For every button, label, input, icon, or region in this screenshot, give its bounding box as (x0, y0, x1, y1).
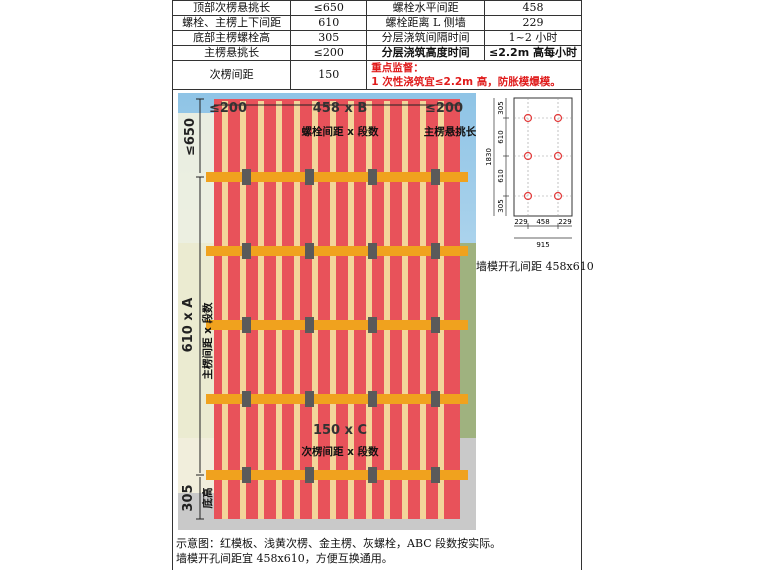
dim-total-height: 1830 (485, 148, 493, 166)
table-row: 顶部次楞悬挑长 ≤650 螺栓水平间距 458 (171, 0, 582, 16)
top-right-overhang-label: ≤200 (425, 101, 463, 116)
main-spacing-label: 主楞间距 x 段数 (201, 302, 214, 380)
table-cell: ≤2.2m 高每小时 (484, 45, 582, 61)
dimension-lines (196, 98, 460, 520)
diagram-dim-lines (493, 98, 572, 239)
dim-left-2: 610 (497, 130, 505, 143)
table-cell: 610 (290, 15, 368, 31)
table-cell: 次楞间距 (171, 60, 292, 90)
table-cell: 305 (290, 30, 368, 46)
dim-bottom-2: 458 (536, 218, 549, 226)
dim-left-3: 610 (497, 169, 505, 182)
panel-outline (513, 97, 573, 217)
dim-bottom-1: 229 (514, 218, 527, 226)
formwork-illustration: ≤200 ≤200 458 x B 螺栓间距 x 段数 主楞悬挑长 ≤650 6… (178, 93, 476, 530)
table-row: 主楞悬挑长 ≤200 分层浇筑高度时间 ≤2.2m 高每小时 (171, 45, 582, 61)
tie-holes (523, 113, 563, 201)
dim-left-1: 305 (497, 101, 505, 114)
hole-spacing-diagram: 305 610 610 305 1830 229 458 229 915 (485, 97, 573, 249)
dim-total-width: 915 (536, 241, 549, 249)
top-overhang-label: ≤650 (183, 118, 198, 156)
main-beams (206, 172, 468, 480)
secondary-joists (222, 101, 444, 519)
table-cell: ≤200 (290, 45, 368, 61)
table-cell: 螺栓距离 L 侧墙 (366, 15, 485, 31)
main-overhang-label: 主楞悬挑长 (424, 125, 476, 138)
table-cell: 1~2 小时 (484, 30, 582, 46)
spec-table: 顶部次楞悬挑长 ≤650 螺栓水平间距 458 螺栓、主楞上下间距 610 螺栓… (171, 0, 582, 90)
warning-note: 重点监督： 1 次性浇筑宜≤2.2m 高，防胀模爆模。 (366, 60, 582, 90)
table-cell: 229 (484, 15, 582, 31)
bottom-label: 底高 (201, 487, 214, 508)
grid-lines (514, 98, 572, 216)
bottom-value: 305 (181, 484, 196, 511)
warning-title: 重点监督： (371, 62, 424, 74)
figure-caption: 示意图：红模板、浅黄次楞、金主楞、灰螺栓，ABC 段数按实际。 墙模开孔间距宜 … (176, 536, 506, 566)
table-cell: 分层浇筑间隔时间 (366, 30, 485, 46)
secondary-spacing-label: 次楞间距 x 段数 (301, 445, 379, 458)
table-row: 次楞间距 150 重点监督： 1 次性浇筑宜≤2.2m 高，防胀模爆模。 (171, 60, 582, 90)
secondary-spacing-value: 150 x C (313, 423, 367, 438)
table-cell: 150 (290, 60, 368, 90)
bolt-spacing-value: 458 x B (313, 101, 367, 116)
dim-left-4: 305 (497, 199, 505, 212)
warning-text: 1 次性浇筑宜≤2.2m 高，防胀模爆模。 (371, 76, 561, 88)
caption-line-1: 示意图：红模板、浅黄次楞、金主楞、灰螺栓，ABC 段数按实际。 (176, 537, 502, 550)
caption-line-2: 墙模开孔间距宜 458x610，方便互换通用。 (176, 552, 393, 565)
table-cell: ≤650 (290, 0, 368, 16)
table-cell: 底部主楞螺栓高 (171, 30, 292, 46)
table-row: 螺栓、主楞上下间距 610 螺栓距离 L 侧墙 229 (171, 15, 582, 31)
top-left-overhang-label: ≤200 (209, 101, 247, 116)
table-row: 底部主楞螺栓高 305 分层浇筑间隔时间 1~2 小时 (171, 30, 582, 46)
drawing-frame (172, 88, 582, 570)
table-cell: 顶部次楞悬挑长 (171, 0, 292, 16)
hole-diagram-caption: 墙模开孔间距 458x610 (476, 260, 594, 273)
table-cell: 螺栓、主楞上下间距 (171, 15, 292, 31)
table-cell: 458 (484, 0, 582, 16)
formwork-panel (214, 99, 460, 519)
table-cell: 主楞悬挑长 (171, 45, 292, 61)
tie-bolts (242, 169, 440, 483)
main-spacing-value: 610 x A (181, 298, 196, 353)
table-cell: 分层浇筑高度时间 (366, 45, 485, 61)
dim-bottom-3: 229 (558, 218, 571, 226)
bolt-spacing-label: 螺栓间距 x 段数 (301, 125, 379, 138)
table-cell: 螺栓水平间距 (366, 0, 485, 16)
